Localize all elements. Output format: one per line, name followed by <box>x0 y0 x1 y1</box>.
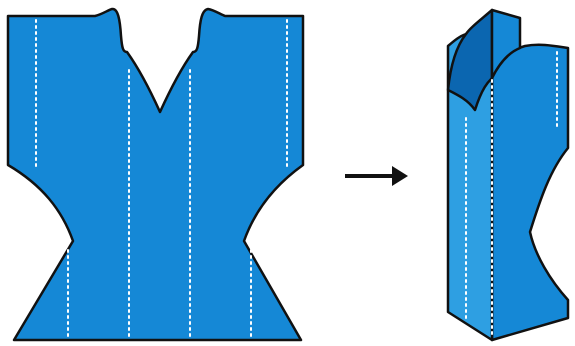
flat-pattern-body <box>6 7 305 342</box>
folded-form-top-tab <box>490 8 522 80</box>
folded-form-fold-lines <box>465 51 558 339</box>
arrow-right-icon <box>345 166 408 186</box>
folded-form <box>446 8 570 342</box>
flat-pattern-fold-lines <box>35 19 288 339</box>
flat-pattern <box>6 7 305 342</box>
